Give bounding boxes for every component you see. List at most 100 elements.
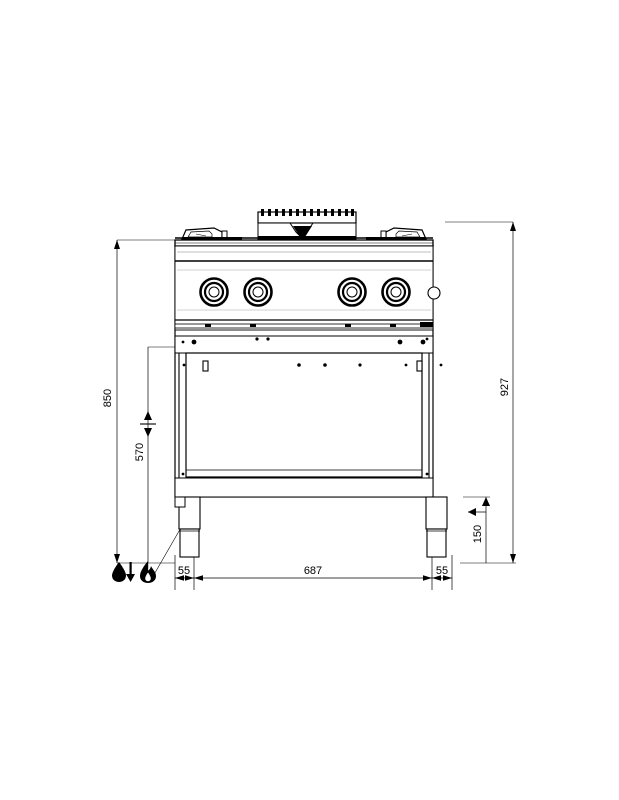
appliance-body-group <box>174 209 448 558</box>
control-knob-3[interactable] <box>337 277 367 307</box>
dimension-text-group: 850 570 927 150 55 687 55 <box>102 378 511 577</box>
leg-right <box>425 496 448 558</box>
dim-55-right-arrow-b <box>443 575 452 581</box>
dimension-lines-group <box>114 221 516 590</box>
rivet <box>297 363 301 367</box>
rivet <box>397 339 403 345</box>
control-knobs-group[interactable] <box>199 277 411 307</box>
tooth <box>303 209 306 216</box>
panel-fixing <box>390 324 396 327</box>
dim-850-arrow-bottom <box>114 554 120 563</box>
tooth <box>296 209 299 216</box>
tooth <box>310 209 313 216</box>
legs-group <box>174 496 448 558</box>
dim-label-850: 850 <box>102 389 114 407</box>
door-vent-slot-right <box>416 360 423 372</box>
dim-927-arrow-bottom <box>510 554 516 563</box>
oven-door-panel[interactable] <box>185 352 423 478</box>
tooth <box>324 209 327 216</box>
oven-top-band <box>174 335 434 354</box>
grate-center-teeth <box>261 209 354 216</box>
dim-687-arrow-left <box>194 575 203 581</box>
panel-fixing <box>250 324 256 327</box>
tooth <box>331 209 334 216</box>
dim-label-927: 927 <box>499 378 511 396</box>
dimension-927 <box>445 221 516 564</box>
flame-icon <box>140 561 156 583</box>
rivet <box>358 363 362 367</box>
flame-inner <box>145 572 151 582</box>
dim-687-arrow-right <box>423 575 432 581</box>
tooth <box>351 209 354 216</box>
down-arrow-icon <box>126 562 135 582</box>
dim-label-150: 150 <box>472 525 484 543</box>
leg-left-bracket <box>174 496 186 508</box>
cooktop-group <box>174 209 434 247</box>
dim-label-687: 687 <box>304 565 322 577</box>
rivet <box>420 339 426 345</box>
tooth <box>275 209 278 216</box>
arrow-shaft <box>129 562 132 576</box>
dim-55-left-arrow-a <box>175 575 184 581</box>
dim-55-left-arrow-b <box>185 575 194 581</box>
dim-label-570: 570 <box>134 443 146 461</box>
tooth <box>317 209 320 216</box>
leg-left-foot <box>179 528 200 558</box>
burner-grate-center <box>257 209 357 240</box>
dim-label-55-left: 55 <box>178 565 190 577</box>
dim-label-55-right: 55 <box>436 565 448 577</box>
dim-55-right-arrow-a <box>432 575 441 581</box>
tooth <box>268 209 271 216</box>
leg-right-upper <box>425 496 448 530</box>
tooth <box>282 209 285 216</box>
grate-center-body <box>257 211 357 224</box>
rivet <box>425 472 429 476</box>
indicator-light-icon <box>427 286 441 300</box>
connection-symbols-group <box>112 561 156 583</box>
rivet <box>425 337 429 341</box>
dimension-850 <box>114 239 180 564</box>
arrow-head <box>126 574 135 582</box>
control-knob-2[interactable] <box>243 277 273 307</box>
rivet <box>191 339 197 345</box>
dim-850-arrow-top <box>114 240 120 249</box>
control-knob-1[interactable] <box>199 277 229 307</box>
tooth <box>345 209 348 216</box>
rivet <box>323 363 327 367</box>
rivet <box>404 363 408 367</box>
grate-left-rib <box>195 233 207 237</box>
oven-section-group <box>174 335 443 498</box>
rivet <box>439 363 443 367</box>
knob-hub[interactable] <box>252 286 264 298</box>
panel-fixing <box>205 324 211 327</box>
knob-hub[interactable] <box>390 286 402 298</box>
control-knob-4[interactable] <box>381 277 411 307</box>
dimension-150 <box>463 496 490 563</box>
rivet <box>266 337 270 341</box>
rivet <box>181 472 185 476</box>
panel-fixings <box>205 322 433 327</box>
dim-570-arrow-upper <box>144 411 152 420</box>
oven-bottom-band <box>174 477 434 498</box>
dim-570-arrow-lower <box>144 428 152 437</box>
leg-right-foot <box>426 528 447 558</box>
panel-fixing <box>345 324 351 327</box>
rivet <box>181 340 185 344</box>
rivet <box>255 337 259 341</box>
dim-927-arrow-top <box>510 222 516 231</box>
grate-right-inner <box>395 230 421 238</box>
tooth <box>289 209 292 216</box>
knob-hub[interactable] <box>208 286 220 298</box>
grate-right-rib <box>401 233 413 237</box>
grate-left-inner <box>187 230 213 238</box>
control-panel-group <box>174 245 441 331</box>
water-drop-icon <box>112 562 126 582</box>
tooth <box>261 209 264 216</box>
dim-150-arrow-down <box>482 497 490 506</box>
door-vent-slot-left <box>202 360 209 372</box>
rivet <box>182 363 186 367</box>
knob-hub[interactable] <box>346 286 358 298</box>
dimension-bottom-chain <box>174 555 453 590</box>
